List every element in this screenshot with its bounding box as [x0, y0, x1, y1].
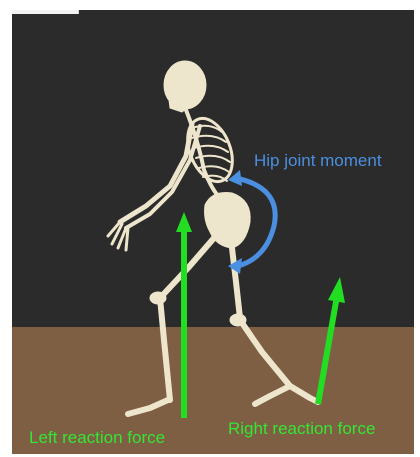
right-foot: [255, 386, 318, 404]
left-tibia: [160, 298, 170, 400]
left-reaction-force-label: Left reaction force: [29, 428, 165, 448]
hands: [108, 222, 128, 250]
right-reaction-force-label: Right reaction force: [228, 419, 375, 439]
skeleton-figure: [108, 61, 318, 414]
left-foot: [128, 400, 168, 414]
hip-joint-moment-label: Hip joint moment: [254, 151, 382, 171]
right-reaction-force-arrow: [318, 277, 345, 404]
right-tibia: [240, 320, 290, 386]
left-reaction-force-arrow: [176, 212, 192, 418]
left-knee: [150, 292, 166, 304]
right-femur: [232, 248, 240, 318]
